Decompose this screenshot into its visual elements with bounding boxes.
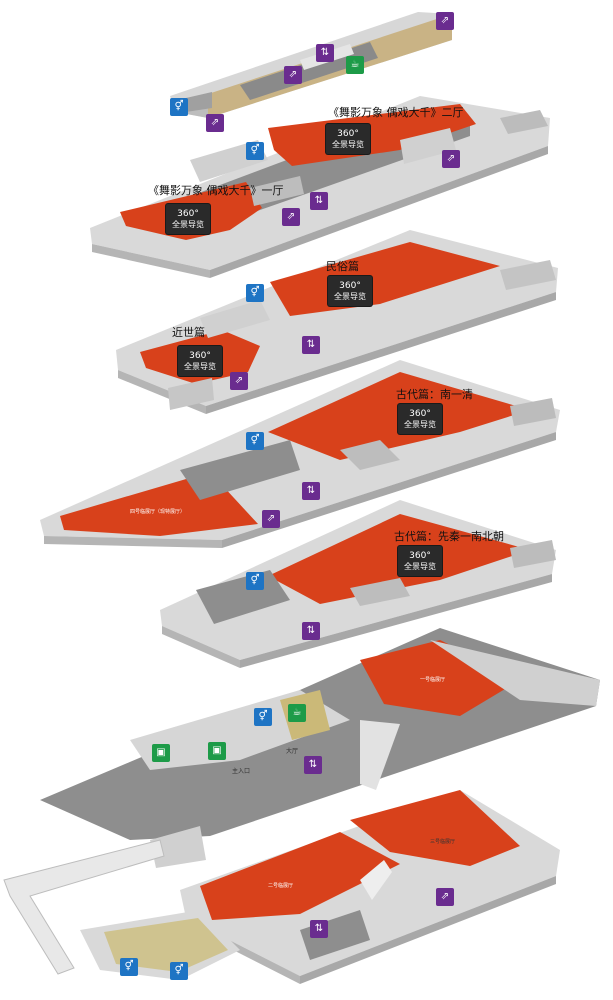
ancient-nanqing-title: 古代篇：南一清	[396, 388, 473, 401]
stairs-icon: ⇗	[284, 66, 302, 84]
folk-title: 民俗篇	[326, 260, 359, 273]
floor-b1	[3, 790, 560, 984]
stairs-icon: ⇗	[436, 12, 454, 30]
pano-degree: 360°	[409, 408, 431, 419]
elevator-icon: ⇅	[310, 192, 328, 210]
pano-tour-ancient-xianqin[interactable]: 360° 全景导览	[398, 546, 442, 576]
pano-label: 全景导览	[334, 291, 366, 301]
restroom-icon: ⚥	[120, 958, 138, 976]
stairs-icon: ⇗	[206, 114, 224, 132]
main-entrance-label: 主入口	[232, 768, 251, 775]
pano-tour-modern[interactable]: 360° 全景导览	[178, 346, 222, 376]
stairs-icon: ⇗	[262, 510, 280, 528]
floor-3	[40, 360, 560, 548]
pano-degree: 360°	[177, 208, 199, 219]
hall2-title: 《舞影万象 偶戏大千》二厅	[328, 106, 464, 119]
lobby-label: 大厅	[286, 748, 299, 755]
pano-label: 全景导览	[404, 419, 436, 429]
cafe-icon: ☕	[288, 704, 306, 722]
elevator-icon: ⇅	[302, 336, 320, 354]
pano-tour-folk[interactable]: 360° 全景导览	[328, 276, 372, 306]
elevator-icon: ⇅	[310, 920, 328, 938]
restroom-icon: ⚥	[246, 284, 264, 302]
pano-tour-hall1[interactable]: 360° 全景导览	[166, 204, 210, 234]
cafe-icon: ☕	[346, 56, 364, 74]
pano-degree: 360°	[339, 280, 361, 291]
temp2-title: 二号临展厅	[268, 883, 294, 889]
pano-tour-hall2[interactable]: 360° 全景导览	[326, 124, 370, 154]
temp4-title: 四号临展厅（现特展厅）	[130, 509, 186, 515]
elevator-icon: ⇅	[304, 756, 322, 774]
restroom-icon: ⚥	[170, 98, 188, 116]
pano-label: 全景导览	[172, 219, 204, 229]
restroom-icon: ⚥	[254, 708, 272, 726]
temp1-title: 一号临展厅	[420, 677, 446, 683]
pano-degree: 360°	[409, 550, 431, 561]
restroom-icon: ⚥	[246, 572, 264, 590]
hall1-title: 《舞影万象 偶戏大千》一厅	[148, 184, 284, 197]
shop-icon: ▣	[208, 742, 226, 760]
pano-tour-ancient-nanqing[interactable]: 360° 全景导览	[398, 404, 442, 434]
pano-degree: 360°	[337, 128, 359, 139]
pano-degree: 360°	[189, 350, 211, 361]
stairs-icon: ⇗	[436, 888, 454, 906]
restroom-icon: ⚥	[246, 142, 264, 160]
stairs-icon: ⇗	[230, 372, 248, 390]
pano-label: 全景导览	[184, 361, 216, 371]
stairs-icon: ⇗	[442, 150, 460, 168]
pano-label: 全景导览	[332, 139, 364, 149]
temp3-title: 三号临展厅	[430, 839, 456, 845]
restroom-icon: ⚥	[170, 962, 188, 980]
pano-label: 全景导览	[404, 561, 436, 571]
modern-title: 近世篇	[172, 326, 205, 339]
stairs-icon: ⇗	[282, 208, 300, 226]
elevator-icon: ⇅	[302, 622, 320, 640]
elevator-icon: ⇅	[316, 44, 334, 62]
elevator-icon: ⇅	[302, 482, 320, 500]
ancient-xianqin-title: 古代篇：先秦一南北朝	[394, 530, 504, 543]
shop-icon: ▣	[152, 744, 170, 762]
restroom-icon: ⚥	[246, 432, 264, 450]
